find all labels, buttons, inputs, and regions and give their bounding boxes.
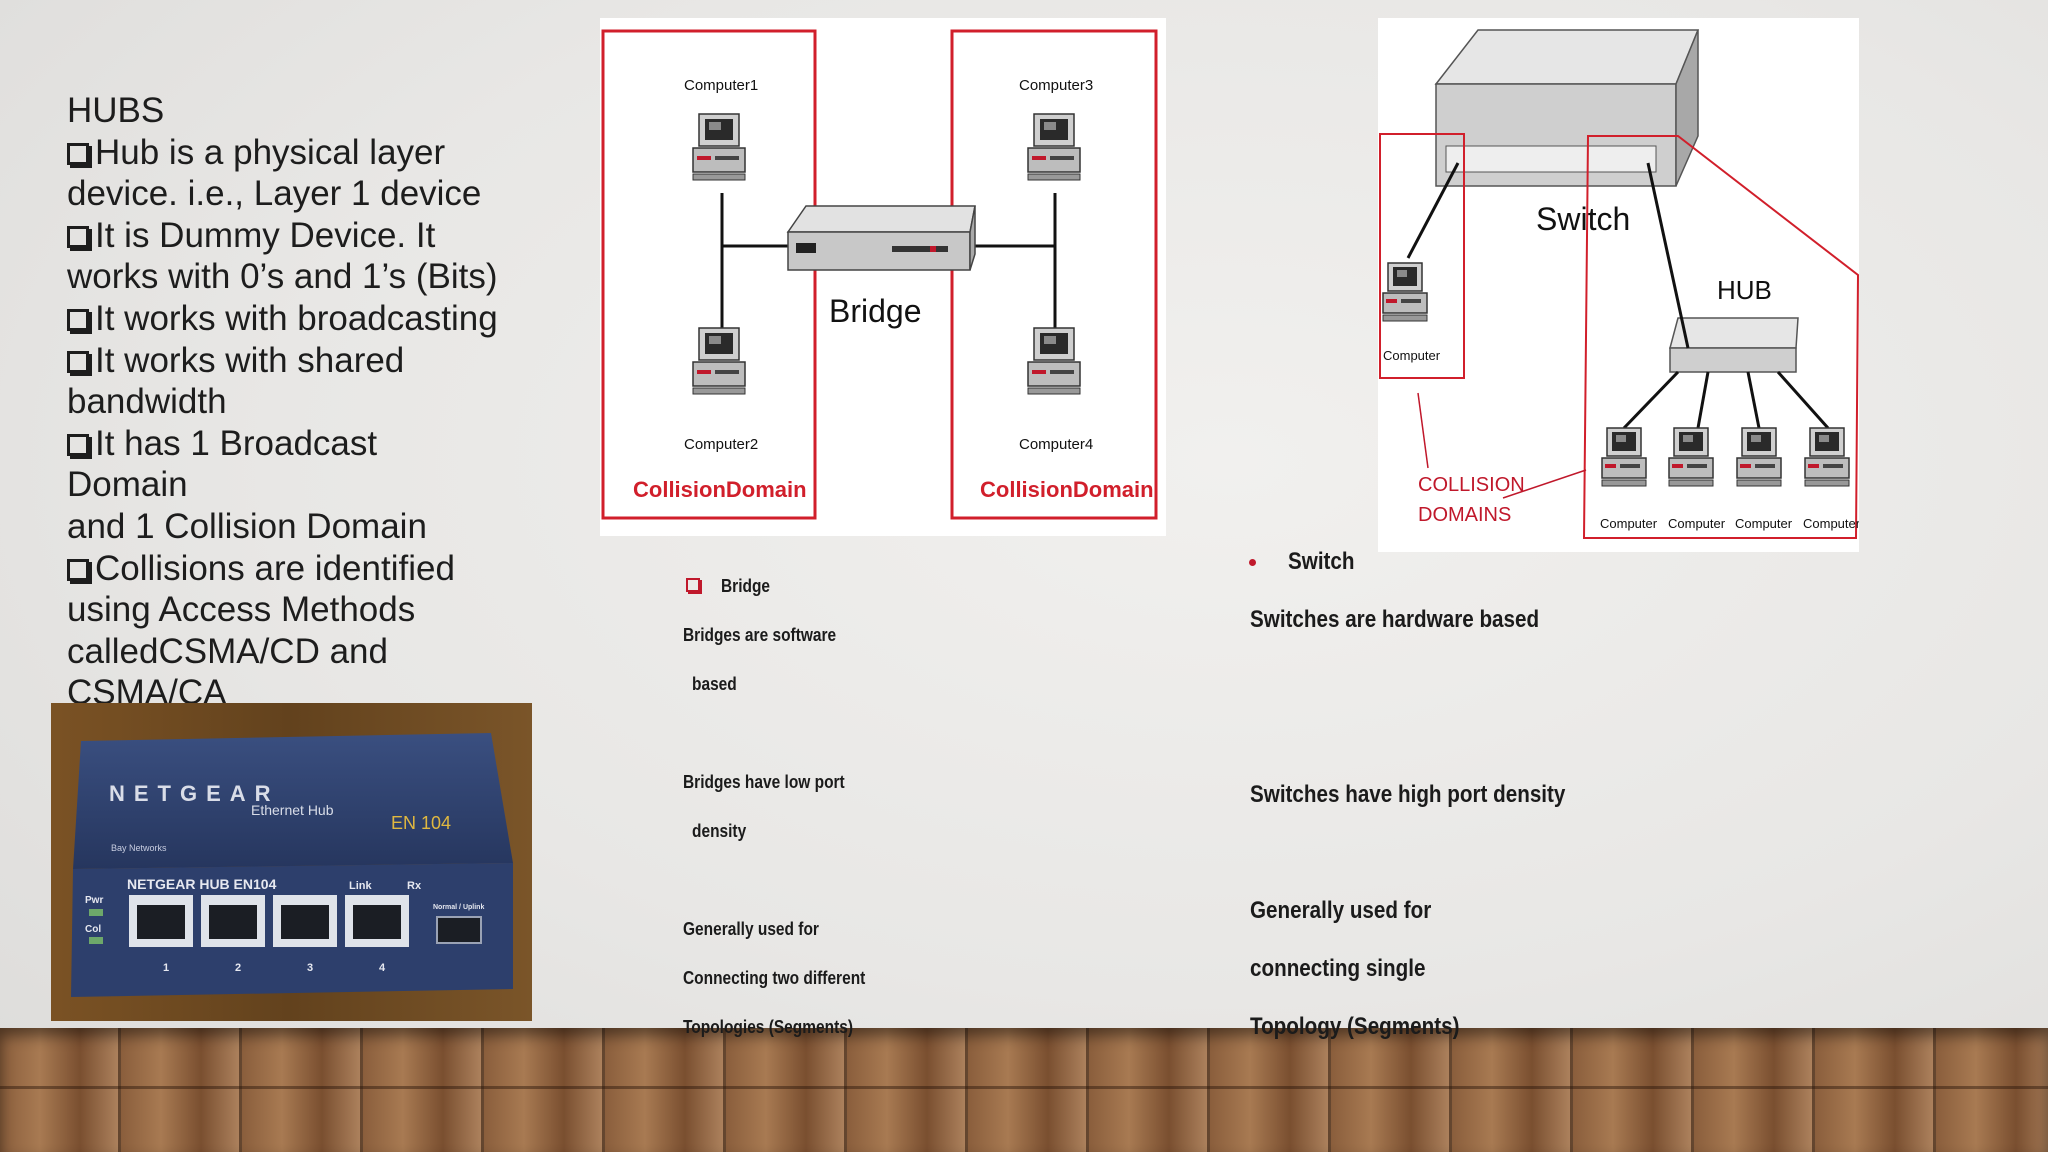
hubs-line: device. i.e., Layer 1 device (67, 174, 482, 214)
hubs-text-block: HUBS Hub is a physical layer device. i.e… (67, 90, 507, 714)
switch-text: Generally used for (1250, 897, 1432, 924)
computer-label: Computer1 (684, 77, 758, 94)
computer-label: Computer (1803, 516, 1859, 531)
bridge-text: Topologies (Segments) (683, 1017, 854, 1037)
bridge-text: Bridges have low port (683, 772, 845, 792)
switch-text: Topology (Segments) (1250, 1013, 1460, 1040)
computer-icon (1804, 427, 1850, 487)
photo-led-label: Col (85, 924, 101, 935)
switch-label: Switch (1536, 201, 1630, 237)
hubs-line: It works with shared (67, 340, 507, 382)
switch-text: connecting single (1250, 955, 1426, 982)
bridge-diagram: Computer1 Computer2 Computer3 Computer4 … (600, 18, 1166, 536)
collision-domains-label: COLLISION (1418, 474, 1525, 496)
photo-uplink-label: Normal / Uplink (433, 904, 484, 911)
checkbox-bullet-icon (67, 225, 89, 248)
computer-label: Computer (1668, 516, 1726, 531)
hubs-line: It is Dummy Device. It (67, 215, 507, 257)
switch-text: Switches have high port density (1250, 781, 1566, 808)
computer-icon (1382, 262, 1428, 322)
photo-panel-label: NETGEAR HUB EN104 (127, 876, 277, 892)
switch-diagram: Switch HUB Computer Computer Computer Co… (1378, 18, 1859, 552)
square-bullet-icon (686, 578, 700, 592)
checkbox-bullet-icon (67, 308, 89, 331)
computer-label: Computer2 (684, 436, 758, 453)
photo-port-number: 1 (163, 962, 169, 974)
photo-rj45-ports (129, 895, 409, 947)
computer-icon (1601, 427, 1647, 487)
bridge-device-icon (786, 205, 976, 271)
computer-label: Computer (1383, 348, 1441, 363)
computer-label: Computer (1735, 516, 1793, 531)
hubs-line: It works with broadcasting (67, 298, 507, 340)
hubs-line: calledCSMA/CD and (67, 631, 388, 671)
computer-icon (1027, 327, 1081, 395)
bridge-text: density (692, 821, 747, 841)
hub-label: HUB (1717, 275, 1772, 305)
computer-label: Computer4 (1019, 436, 1093, 453)
checkbox-bullet-icon (67, 558, 89, 581)
bridge-text: Connecting two different (683, 968, 866, 988)
hubs-title: HUBS (67, 91, 165, 130)
computer-icon (1736, 427, 1782, 487)
switch-text: Switches are hardware based (1250, 606, 1540, 633)
hubs-line: and 1 Collision Domain (67, 506, 427, 546)
checkbox-bullet-icon (67, 142, 89, 165)
bridge-label: Bridge (829, 293, 922, 329)
bridge-text: Bridges are software (683, 625, 837, 645)
hub-device-icon (1669, 317, 1799, 373)
photo-maker: Bay Networks (111, 843, 167, 853)
bridge-text: based (692, 674, 737, 694)
computer-icon (1668, 427, 1714, 487)
photo-link-label: Link (349, 880, 372, 892)
bridge-heading: Bridge (721, 576, 771, 596)
photo-port-number: 4 (379, 962, 386, 974)
hubs-line: Hub is a physical layer (67, 132, 507, 174)
dot-bullet-icon (1249, 559, 1256, 566)
netgear-hub-photo: NETGEAR Ethernet Hub EN 104 Bay Networks… (51, 703, 532, 1021)
computer-icon (1027, 113, 1081, 181)
collision-domain-label: CollisionDomain (980, 477, 1154, 502)
photo-rx-label: Rx (407, 880, 422, 892)
photo-brand: NETGEAR (109, 781, 280, 806)
hubs-line: Collisions are identified (67, 548, 507, 590)
hubs-line: bandwidth (67, 382, 227, 422)
photo-port-number: 3 (307, 962, 313, 974)
checkbox-bullet-icon (67, 433, 89, 456)
photo-model: EN 104 (391, 813, 451, 833)
photo-led-label: Pwr (85, 895, 103, 906)
photo-subtitle: Ethernet Hub (251, 802, 334, 818)
switch-heading: Switch (1288, 548, 1355, 575)
computer-icon (692, 113, 746, 181)
photo-port-number: 2 (235, 962, 241, 974)
computer-icon (692, 327, 746, 395)
collision-domain-label: CollisionDomain (633, 477, 807, 502)
collision-domains-label: DOMAINS (1418, 504, 1511, 526)
hubs-line: works with 0’s and 1’s (Bits) (67, 257, 498, 297)
hubs-line: using Access Methods (67, 590, 416, 630)
switch-device-icon (1434, 29, 1700, 187)
hubs-line: It has 1 Broadcast Domain (67, 423, 378, 505)
computer-label: Computer (1600, 516, 1658, 531)
wood-floor-decoration (0, 1028, 2048, 1152)
bridge-text: Generally used for (683, 919, 819, 939)
computer-label: Computer3 (1019, 77, 1093, 94)
checkbox-bullet-icon (67, 350, 89, 373)
